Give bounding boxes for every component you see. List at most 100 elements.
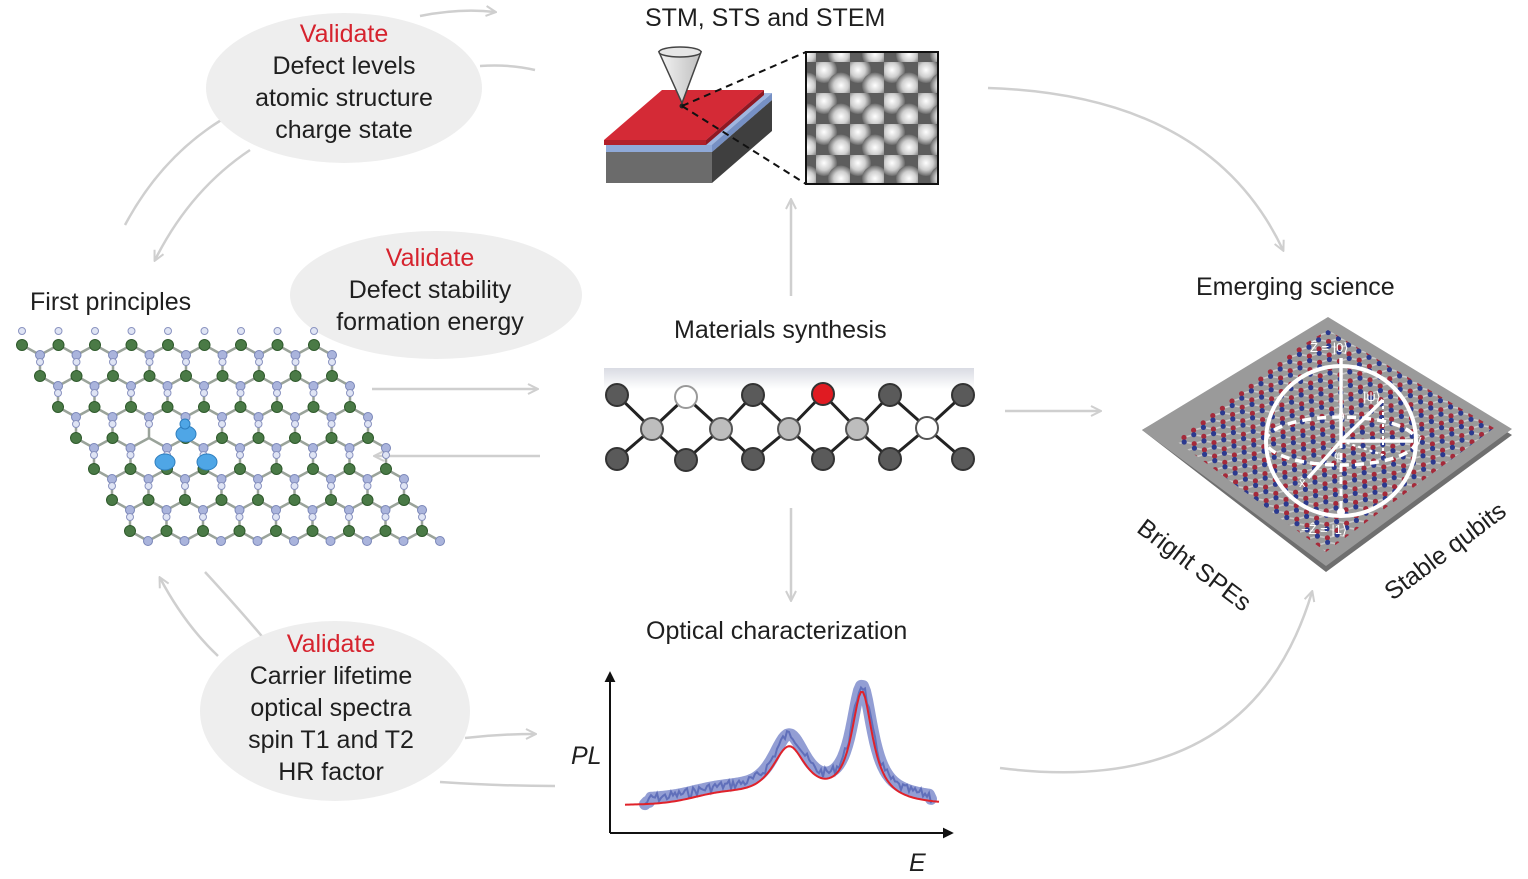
qubit-lattice-atom xyxy=(1378,383,1383,388)
qubit-lattice-atom xyxy=(1309,399,1314,404)
qubit-lattice-atom xyxy=(1439,421,1444,426)
lattice-atom xyxy=(200,514,207,521)
qubit-lattice-atom xyxy=(1327,370,1332,375)
qubit-lattice-atom xyxy=(1462,492,1467,497)
qubit-lattice-atom xyxy=(1322,472,1327,477)
qubit-lattice-atom xyxy=(1411,474,1416,479)
qubit-lattice-atom xyxy=(1390,444,1395,449)
lattice-atom xyxy=(201,328,208,335)
qubit-lattice-atom xyxy=(1384,532,1389,537)
lattice-atom xyxy=(71,433,82,444)
qubit-lattice-atom xyxy=(1403,517,1408,522)
arrow-optical-to-emerging xyxy=(1000,592,1312,772)
qubit-lattice-atom xyxy=(1222,460,1227,465)
qubit-lattice-atom xyxy=(1363,493,1368,498)
qubit-lattice-atom xyxy=(1366,560,1371,565)
qubit-lattice-atom xyxy=(1245,517,1250,522)
qubit-lattice-atom xyxy=(1360,430,1365,435)
lattice-atom xyxy=(90,340,101,351)
lattice-atom xyxy=(290,537,299,546)
qubit-lattice-atom xyxy=(1440,452,1445,457)
qubit-lattice-atom xyxy=(1263,476,1268,481)
lattice-atom xyxy=(290,371,301,382)
lattice-atom xyxy=(272,340,283,351)
qubit-lattice-atom xyxy=(1231,439,1236,444)
lattice-atom xyxy=(289,495,300,506)
lattice-atom xyxy=(53,340,64,351)
lattice-atom xyxy=(37,359,44,366)
lattice-atom xyxy=(128,328,135,335)
qubit-lattice-atom xyxy=(1361,452,1366,457)
qubit-lattice-atom xyxy=(1323,499,1328,504)
qubit-lattice-atom xyxy=(1269,387,1274,392)
qubit-lattice-atom xyxy=(1272,455,1277,460)
lattice-atom xyxy=(383,452,390,459)
qubit-lattice-atom xyxy=(1449,418,1454,423)
qubit-lattice-atom xyxy=(1366,355,1371,360)
lattice-atom xyxy=(345,402,356,413)
qubit-lattice-atom xyxy=(1277,362,1282,367)
qubit-lattice-atom xyxy=(1375,539,1380,544)
qubit-lattice-atom xyxy=(1310,421,1315,426)
qubit-lattice-atom xyxy=(1432,495,1437,500)
qubit-lattice-atom xyxy=(1262,471,1267,476)
qubit-lattice-atom xyxy=(1292,467,1297,472)
lattice-atom xyxy=(253,433,264,444)
qubit-lattice-atom xyxy=(1273,495,1278,500)
qubit-lattice-atom xyxy=(1239,396,1244,401)
validate-heading: Validate xyxy=(214,18,474,50)
qubit-lattice-atom xyxy=(1292,463,1297,468)
qubit-lattice-atom xyxy=(1375,553,1380,558)
qubit-lattice-atom xyxy=(1312,480,1317,485)
qubit-lattice-atom xyxy=(1214,494,1219,499)
qubit-lattice-atom xyxy=(1265,530,1270,535)
validate-heading: Validate xyxy=(300,242,560,274)
qubit-lattice-atom xyxy=(1303,496,1308,501)
qubit-lattice-atom xyxy=(1258,377,1263,382)
qubit-lattice-atom xyxy=(1419,426,1424,431)
qubit-lattice-atom xyxy=(1348,378,1353,383)
validate-box-1: Validate Defect levels atomic structure … xyxy=(214,18,474,146)
qubit-lattice-atom xyxy=(1336,568,1341,573)
qubit-lattice-atom xyxy=(1221,433,1226,438)
qubit-lattice-atom xyxy=(1421,467,1426,472)
qubit-lattice-atom xyxy=(1252,469,1257,474)
lattice-atom xyxy=(91,390,98,397)
qubit-lattice-atom xyxy=(1299,406,1304,411)
validate-line: formation energy xyxy=(300,306,560,338)
lattice-atom xyxy=(329,359,336,366)
lattice-atom xyxy=(144,371,155,382)
bloch-phi-label: φ xyxy=(1334,448,1342,462)
qubit-lattice-atom xyxy=(1382,491,1387,496)
qubit-lattice-atom xyxy=(1479,423,1484,428)
qubit-lattice-atom xyxy=(1250,424,1255,429)
lattice-atom xyxy=(163,340,174,351)
lattice-atom xyxy=(73,359,80,366)
qubit-lattice-atom xyxy=(1388,403,1393,408)
qubit-lattice-atom xyxy=(1328,379,1333,384)
qubit-lattice-atom xyxy=(1430,441,1435,446)
qubit-lattice-atom xyxy=(1370,445,1375,450)
qubit-lattice-atom xyxy=(1430,455,1435,460)
qubit-lattice-atom xyxy=(1291,454,1296,459)
qubit-lattice-atom xyxy=(1429,414,1434,419)
qubit-lattice-atom xyxy=(1471,466,1476,471)
qubit-lattice-atom xyxy=(1420,449,1425,454)
lattice-atom xyxy=(344,464,355,475)
qubit-lattice-atom xyxy=(1275,536,1280,541)
lattice-atom xyxy=(344,526,355,537)
qubit-lattice-atom xyxy=(1212,454,1217,459)
qubit-lattice-atom xyxy=(1442,493,1447,498)
qubit-lattice-atom xyxy=(1234,506,1239,511)
qubit-lattice-atom xyxy=(1258,381,1263,386)
qubit-lattice-atom xyxy=(1449,427,1454,432)
qubit-lattice-atom xyxy=(1263,485,1268,490)
qubit-lattice-atom xyxy=(1253,478,1258,483)
lattice-atom xyxy=(92,328,99,335)
qubit-lattice-atom xyxy=(1320,432,1325,437)
qubit-lattice-atom xyxy=(1323,495,1328,500)
qubit-lattice-atom xyxy=(1337,586,1342,591)
qubit-lattice-atom xyxy=(1423,507,1428,512)
qubit-lattice-atom xyxy=(1372,476,1377,481)
qubit-lattice-atom xyxy=(1448,413,1453,418)
